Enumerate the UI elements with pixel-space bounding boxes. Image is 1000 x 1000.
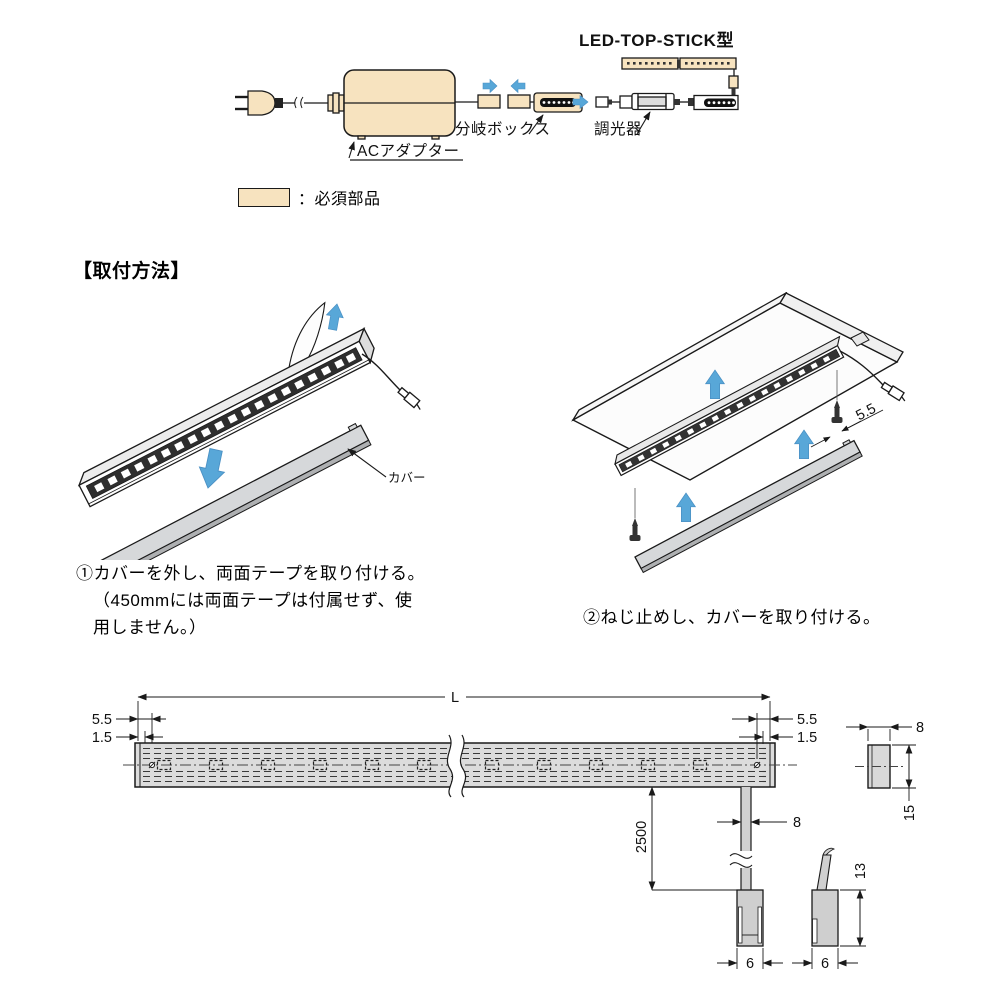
left-inner-offset-value: 1.5 [92, 730, 112, 746]
dimmer-plug [595, 96, 620, 108]
power-cord [283, 92, 345, 114]
bar-cord [839, 350, 906, 402]
dimension-drawing: L 5.5 1.5 [92, 690, 924, 972]
bar-cord [361, 353, 421, 410]
cover [634, 439, 863, 574]
step1-caption-line1: ①カバーを外し、両面テープを取り付ける。 [76, 564, 425, 583]
cable [729, 787, 758, 890]
right-inner-offset-value: 1.5 [797, 730, 817, 746]
right-end-offset-value: 5.5 [797, 712, 817, 728]
arrow-up-icon [793, 429, 815, 459]
plug-side-view: 6 13 [792, 847, 869, 972]
plug-side-height-value: 13 [853, 863, 869, 879]
led-bar [77, 301, 375, 508]
legend-label: ：必須部品 [298, 191, 381, 208]
led-top-stick-strips [621, 57, 739, 95]
led-bar [614, 335, 845, 477]
ac-adapter [343, 69, 456, 140]
screw-offset-value: 5.5 [854, 401, 879, 425]
arrow-right-icon [482, 78, 498, 94]
screws [629, 370, 843, 541]
ac-adapter-label: ACアダプター [357, 142, 460, 160]
section-width-value: 8 [916, 720, 924, 736]
screw-icon [831, 370, 843, 423]
connection-diagram: LED-TOP-STICK型 [235, 30, 739, 161]
arrow-left-icon [572, 94, 589, 110]
step1-diagram: カバー [77, 301, 426, 560]
left-end-offset-value: 5.5 [92, 712, 112, 728]
strip-top-view [123, 734, 797, 798]
product-title: LED-TOP-STICK型 [579, 30, 734, 50]
section-title: 【取付方法】 [73, 261, 191, 282]
dimmer-callout: 調光器 [594, 111, 651, 138]
connector-a [477, 94, 501, 109]
led-positions [156, 759, 708, 771]
plug-side-width-value: 6 [821, 956, 829, 972]
branch-box [530, 92, 583, 113]
branch-box-callout: 分岐ボックス [455, 114, 551, 138]
step1-caption: ①カバーを外し、両面テープを取り付ける。 （450mmには両面テープは付属せず、… [76, 560, 486, 641]
power-plug-icon [235, 90, 283, 116]
mount-arrows [675, 369, 815, 522]
required-part-swatch [238, 187, 290, 207]
plug-front-view: 6 [717, 889, 783, 972]
right-end-dimensions: 5.5 1.5 [732, 712, 817, 759]
cable-width-value: 8 [793, 815, 801, 831]
step2-caption: ②ねじ止めし、カバーを取り付ける。 [583, 608, 881, 627]
arrow-up-icon [704, 369, 726, 399]
screw-holes [148, 761, 761, 769]
cable-length-value: 2500 [634, 821, 650, 853]
arrow-left-icon [510, 78, 526, 94]
cable-width-dimension: 8 [717, 815, 801, 831]
plug-front-width-value: 6 [746, 956, 754, 972]
step2-diagram: 5.5 [571, 292, 906, 574]
tape-flap [288, 301, 326, 370]
cable-break-symbol [729, 851, 758, 868]
screw-icon [629, 488, 641, 541]
step1-caption-line2: （450mmには両面テープは付属せず、使 [93, 591, 413, 610]
branch-box-label: 分岐ボックス [455, 120, 551, 138]
arrow-down-icon [198, 448, 226, 489]
cable-length-dimension: 2500 [634, 786, 737, 891]
connector-b [507, 94, 531, 109]
arrow-up-icon [675, 492, 697, 522]
screw-offset-dimension: 5.5 [810, 401, 884, 448]
legend: ：必須部品 [238, 185, 381, 209]
led-strip-segment [680, 94, 739, 111]
length-value: L [451, 690, 459, 706]
ac-adapter-callout: ACアダプター [348, 141, 463, 161]
dimmer [619, 92, 680, 111]
length-dimension: L [137, 690, 771, 741]
step1-caption-line3: 用しません。） [93, 618, 207, 637]
break-symbol [446, 734, 467, 798]
arrow-up-icon [325, 303, 344, 331]
join-arrows [482, 78, 526, 94]
left-end-dimensions: 5.5 1.5 [92, 712, 166, 759]
dimmer-label: 調光器 [594, 120, 642, 138]
cover-callout: カバー [347, 448, 426, 485]
cover-label: カバー [388, 471, 426, 485]
section-height-value: 15 [902, 805, 918, 821]
cover [99, 422, 372, 560]
cross-section: 8 15 [846, 720, 924, 821]
